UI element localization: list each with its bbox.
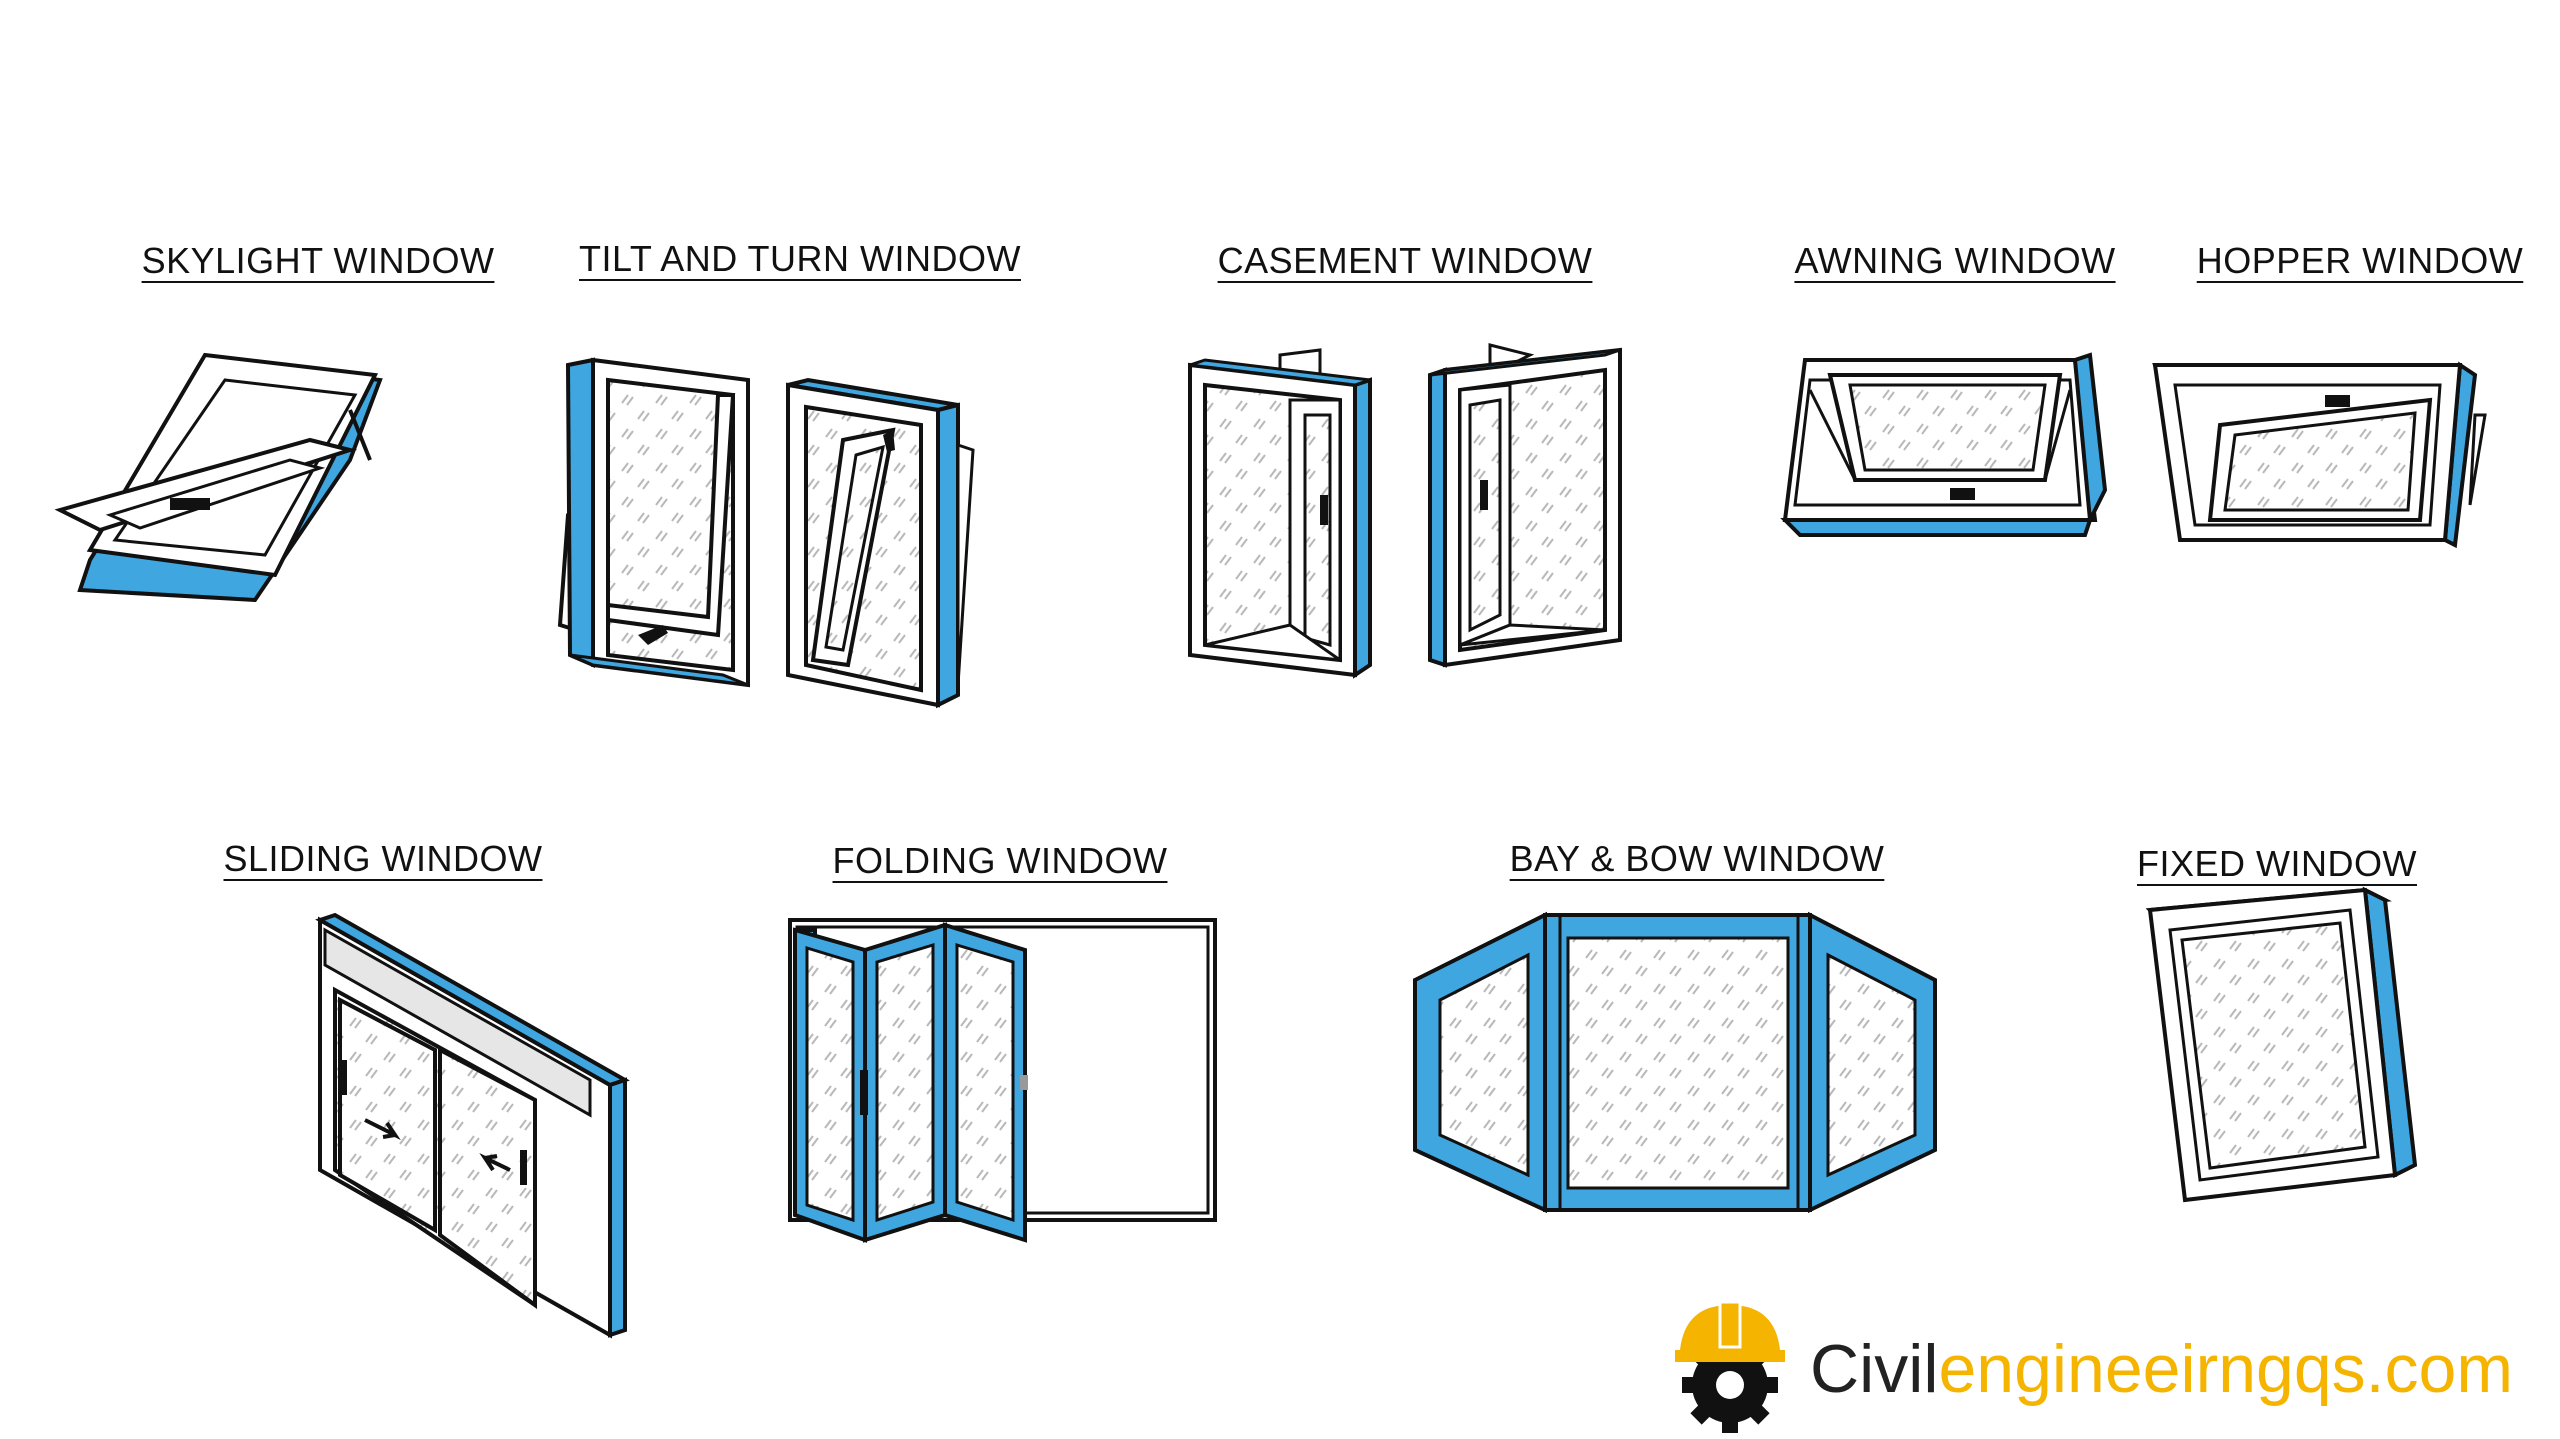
awning-window-label: AWNING WINDOW xyxy=(1794,240,2116,281)
hopper-window-label: HOPPER WINDOW xyxy=(2196,240,2524,281)
folding-window-label: FOLDING WINDOW xyxy=(832,840,1168,881)
skylight-window-illustration xyxy=(54,352,383,603)
sliding-window-illustration xyxy=(315,912,630,1339)
bay-bow-window-label: BAY & BOW WINDOW xyxy=(1509,838,1885,879)
folding-window-illustration xyxy=(788,918,1217,1243)
casement-window-label: CASEMENT WINDOW xyxy=(1217,240,1593,281)
brand-part2: engineeirngqs.com xyxy=(1938,1331,2514,1407)
brand-wordmark: Civilengineeirngqs.com xyxy=(1810,1330,2513,1408)
brand-part1: Civil xyxy=(1810,1331,1939,1407)
fixed-window-label: FIXED WINDOW xyxy=(2137,843,2417,884)
tilt-turn-window-label: TILT AND TURN WINDOW xyxy=(579,238,1021,279)
helmet-gear-logo-icon xyxy=(1675,1300,1785,1433)
skylight-window-label: SKYLIGHT WINDOW xyxy=(141,240,495,281)
sliding-window-label: SLIDING WINDOW xyxy=(223,838,543,879)
casement-window-illustration xyxy=(1188,343,1622,679)
hopper-window-illustration xyxy=(2152,361,2487,549)
bay-bow-window-illustration xyxy=(1413,911,1937,1214)
awning-window-illustration xyxy=(1780,352,2108,537)
fixed-window-illustration xyxy=(2145,886,2418,1203)
tilt-turn-window-illustration xyxy=(557,357,975,709)
